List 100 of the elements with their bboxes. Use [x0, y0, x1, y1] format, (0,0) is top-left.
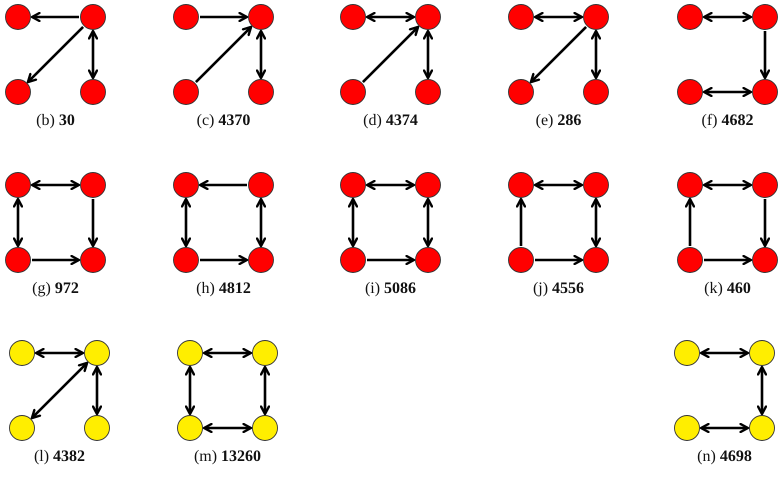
graph-node: [5, 4, 31, 30]
graph-node: [340, 172, 366, 198]
graph-node: [415, 4, 441, 30]
graph-node: [177, 415, 203, 441]
motif-caption: (l) 4382: [34, 448, 86, 466]
arrow: [260, 366, 270, 416]
graph-node: [583, 247, 609, 273]
motif-caption: (n) 4698: [697, 448, 752, 466]
graph-node: [173, 172, 199, 198]
motif-caption: (m) 13260: [194, 448, 262, 466]
graph-node: [508, 79, 534, 105]
arrow: [256, 198, 266, 248]
graph-node: [248, 247, 274, 273]
graph-node: [677, 247, 703, 273]
arrow: [366, 12, 416, 22]
arrow: [12, 198, 24, 248]
arrow: [516, 198, 526, 246]
graph-node: [583, 4, 609, 30]
graph-node: [677, 4, 703, 30]
arrow: [198, 180, 247, 190]
motif-caption: (e) 286: [536, 112, 582, 130]
graph-node: [173, 247, 199, 273]
arrow: [702, 86, 752, 98]
graph-node: [415, 172, 441, 198]
graph-node: [752, 172, 778, 198]
motif-caption: (k) 460: [704, 280, 751, 298]
graph-node: [508, 247, 534, 273]
graph-node: [674, 415, 700, 441]
motif-caption: (f) 4682: [702, 112, 754, 130]
motif-caption: (b) 30: [36, 112, 75, 130]
graph-node: [752, 79, 778, 105]
graph-node: [5, 172, 31, 198]
graph-node: [9, 415, 35, 441]
graph-node: [340, 4, 366, 30]
arrow: [366, 180, 416, 190]
arrow: [200, 254, 248, 266]
graph-node: [173, 79, 199, 105]
arrow: [530, 26, 588, 84]
arrow: [88, 199, 98, 248]
graph-node: [677, 172, 703, 198]
motif-caption: (c) 4370: [196, 112, 250, 130]
graph-node: [583, 172, 609, 198]
arrow: [34, 348, 84, 358]
graph-node: [5, 79, 31, 105]
motif-caption: (j) 4556: [532, 280, 584, 298]
arrow: [700, 348, 750, 358]
graph-node: [248, 172, 274, 198]
graph-node: [84, 415, 110, 441]
arrow: [700, 422, 750, 434]
arrow: [194, 26, 252, 84]
motif-caption: (i) 5086: [364, 280, 416, 298]
graph-node: [248, 79, 274, 105]
graph-node: [340, 79, 366, 105]
graph-node: [80, 247, 106, 273]
graph-node: [248, 4, 274, 30]
graph-node: [415, 247, 441, 273]
arrow: [422, 198, 434, 248]
arrow: [756, 366, 768, 416]
arrow: [590, 198, 602, 248]
graph-node: [508, 4, 534, 30]
arrow: [184, 366, 196, 416]
motif-caption: (d) 4374: [363, 112, 418, 130]
arrow: [534, 180, 584, 190]
graph-node: [80, 172, 106, 198]
arrow: [590, 30, 602, 80]
arrow: [202, 348, 252, 358]
graph-node: [674, 340, 700, 366]
graph-node: [84, 340, 110, 366]
arrow: [702, 180, 752, 190]
graph-node: [80, 4, 106, 30]
graph-node: [177, 340, 203, 366]
graph-node: [752, 247, 778, 273]
motif-caption: (h) 4812: [196, 280, 251, 298]
arrow: [704, 254, 752, 266]
arrow: [422, 30, 434, 80]
graph-node: [749, 415, 775, 441]
graph-node: [749, 340, 775, 366]
graph-node: [252, 415, 278, 441]
arrow: [684, 198, 696, 246]
graph-node: [583, 79, 609, 105]
arrow: [180, 198, 192, 248]
graph-node: [415, 79, 441, 105]
arrow: [202, 422, 252, 434]
arrow: [30, 12, 79, 22]
graph-node: [80, 79, 106, 105]
arrow: [88, 30, 98, 80]
graph-node: [5, 247, 31, 273]
arrow: [256, 30, 266, 80]
arrow: [26, 26, 84, 84]
arrow: [535, 254, 584, 266]
graph-node: [173, 4, 199, 30]
graph-node: [752, 4, 778, 30]
arrow: [760, 31, 770, 80]
arrow: [702, 12, 752, 22]
arrow: [30, 180, 80, 190]
graph-node: [340, 247, 366, 273]
graph-node: [9, 340, 35, 366]
arrow: [30, 362, 88, 420]
graph-node: [252, 340, 278, 366]
arrow: [200, 12, 248, 22]
